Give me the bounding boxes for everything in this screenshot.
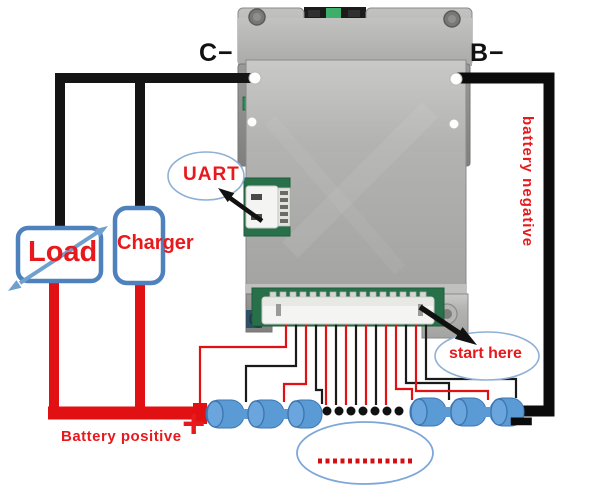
cell-link bbox=[484, 407, 492, 417]
sense-wire-1-red bbox=[198, 321, 288, 404]
load-label: Load bbox=[28, 236, 98, 268]
cell-link bbox=[282, 409, 290, 419]
cell-link bbox=[242, 409, 250, 419]
left-tab-hole bbox=[246, 116, 258, 128]
board-top-component bbox=[348, 10, 360, 17]
uart-callout-ellipse bbox=[167, 151, 245, 201]
battery-cells-right bbox=[409, 397, 525, 427]
load-arrow-shaft bbox=[18, 230, 100, 285]
sense-wire-4-black bbox=[314, 321, 324, 404]
sense-wire-3-red bbox=[282, 321, 308, 402]
power-wires bbox=[48, 72, 555, 424]
uart-pin bbox=[280, 205, 288, 209]
balance-housing-shade bbox=[263, 298, 433, 306]
b-minus-label: B− bbox=[470, 39, 505, 67]
uart-pin bbox=[280, 219, 288, 223]
start-here-arrow-shaft bbox=[418, 304, 464, 338]
battery-positive-label: Battery positive bbox=[61, 428, 182, 445]
uart-housing bbox=[245, 185, 279, 229]
cell-end-cap bbox=[450, 398, 468, 426]
uart-pin bbox=[280, 212, 288, 216]
sense-wire-2-black bbox=[244, 321, 298, 402]
start-here-arrow bbox=[418, 304, 477, 345]
plate-top-band bbox=[238, 18, 472, 66]
hidden-cells-dots bbox=[322, 406, 404, 416]
b-minus-wire bbox=[456, 72, 555, 417]
cell-end-cap bbox=[410, 398, 428, 426]
uart-arrow-head bbox=[218, 188, 235, 203]
charger-box bbox=[112, 205, 166, 286]
hidden-cells-callout-ellipse bbox=[296, 421, 434, 485]
cell-end-cap bbox=[490, 398, 508, 426]
b-minus-pad-hole bbox=[449, 72, 463, 86]
uart-label: UART bbox=[183, 164, 240, 185]
board-top-component bbox=[308, 10, 320, 17]
uart-connector bbox=[243, 177, 291, 237]
battery-cells-left bbox=[205, 399, 323, 429]
start-here-callout-ellipse bbox=[434, 331, 540, 381]
top-right-screw-center bbox=[448, 15, 456, 23]
load-arrow-head-sw bbox=[8, 280, 22, 291]
cell-link bbox=[444, 407, 452, 417]
charger-label: Charger bbox=[117, 232, 194, 254]
minus-sign: − bbox=[509, 380, 534, 461]
uart-pin-slot bbox=[251, 194, 262, 200]
top-left-screw-center bbox=[253, 13, 261, 21]
start-here-arrow-head bbox=[454, 327, 477, 345]
load-diagonal-arrow bbox=[8, 226, 108, 291]
c-minus-label: C− bbox=[199, 39, 234, 67]
load-arrow-head-ne bbox=[94, 226, 108, 237]
sense-wire-12-red bbox=[394, 321, 414, 400]
c-minus-pad-hole bbox=[248, 71, 262, 85]
uart-arrow bbox=[218, 188, 264, 223]
plate-sheen bbox=[282, 102, 438, 258]
sense-wire-14-red bbox=[414, 321, 490, 400]
plate-sheen bbox=[264, 115, 406, 275]
uart-pin bbox=[280, 198, 288, 202]
positive-terminal-cap bbox=[193, 403, 207, 424]
start-here-label: start here bbox=[449, 345, 522, 362]
cell-end-cap bbox=[247, 400, 265, 428]
uart-pin bbox=[280, 191, 288, 195]
battery-negative-label: battery negative bbox=[518, 116, 536, 248]
plus-sign: + bbox=[182, 402, 206, 446]
uart-arrow-shaft bbox=[228, 196, 264, 223]
board-top-green-chip bbox=[326, 8, 341, 18]
balance-latch-slot bbox=[276, 304, 281, 316]
cell-end-cap bbox=[287, 400, 305, 428]
cell-end-cap bbox=[206, 400, 224, 428]
right-tab-hole bbox=[448, 118, 460, 130]
c-minus-wire bbox=[55, 73, 256, 230]
